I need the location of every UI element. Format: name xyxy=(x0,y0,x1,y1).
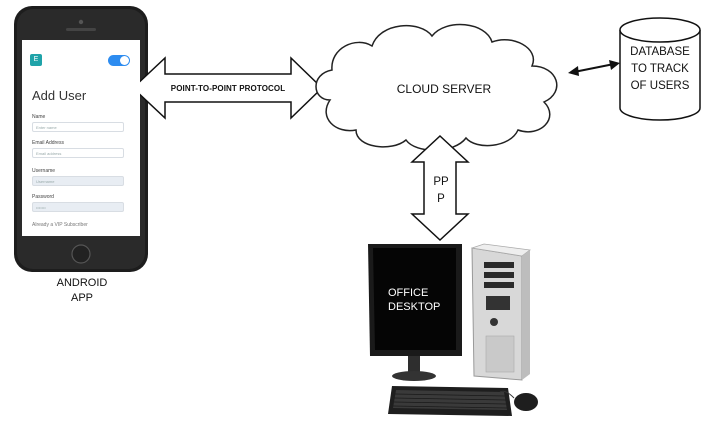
username-field[interactable]: Username xyxy=(32,176,124,186)
ptp-label: POINT-TO-POINT PROTOCOL xyxy=(170,84,286,93)
phone-camera xyxy=(78,19,84,25)
cloud-db-link xyxy=(573,63,615,73)
email-label: Email Address xyxy=(32,140,64,146)
ppp-label: PP P xyxy=(433,176,449,205)
toggle-switch[interactable] xyxy=(108,55,130,66)
database-label: DATABASE TO TRACK OF USERS xyxy=(630,46,690,92)
app-badge-icon: E xyxy=(30,54,42,66)
username-label: Username xyxy=(32,168,56,174)
password-field[interactable]: ••••••• xyxy=(32,202,124,212)
phone-screen: E Add User Name Enter name Email Address… xyxy=(22,40,140,236)
footer-link[interactable]: Already a VIP Subscriber xyxy=(32,222,88,228)
mouse xyxy=(514,393,538,411)
phone-speaker xyxy=(66,28,96,31)
name-field[interactable]: Enter name xyxy=(32,122,124,132)
cloud-label: CLOUD SERVER xyxy=(396,82,492,96)
desktop-label: OFFICE DESKTOP xyxy=(388,287,441,313)
android-app-caption: ANDROID APP xyxy=(56,277,108,304)
database-cylinder xyxy=(619,30,701,121)
email-field[interactable]: Email address xyxy=(32,148,124,158)
database-top xyxy=(619,17,701,43)
monitor-stand xyxy=(408,356,420,372)
cloud-shape xyxy=(315,23,558,151)
name-label: Name xyxy=(32,114,46,120)
office-desktop xyxy=(368,243,538,416)
toggle-knob xyxy=(120,56,129,65)
screen-title: Add User xyxy=(32,88,87,103)
ppp-double-arrow xyxy=(410,134,470,242)
monitor-base xyxy=(392,371,436,381)
password-label: Password xyxy=(32,194,54,200)
phone-home-button xyxy=(71,244,91,264)
